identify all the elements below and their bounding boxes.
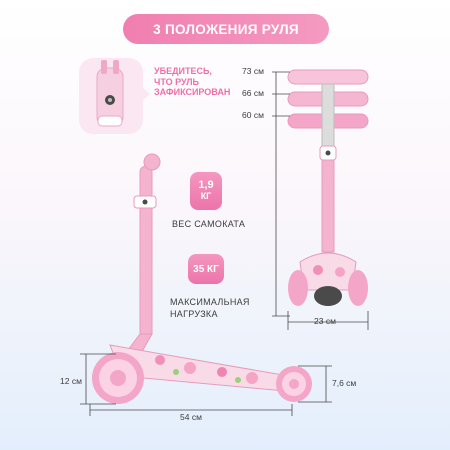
title-text: 3 ПОЛОЖЕНИЯ РУЛЯ <box>153 21 299 37</box>
load-label-line1: МАКСИМАЛЬНАЯ <box>170 297 250 307</box>
lock-note-line3: ЗАФИКСИРОВАН <box>154 87 231 97</box>
rear-height-label: 7,6 см <box>332 378 357 388</box>
height-low-label: 60 см <box>242 110 264 120</box>
lock-note-line2: ЧТО РУЛЬ <box>154 76 200 87</box>
height-mid-label: 66 см <box>242 88 264 98</box>
deck-height-label: 12 см <box>60 376 82 386</box>
lock-inset-pointer <box>141 86 150 102</box>
lock-note-line1: УБЕДИТЕСЬ, <box>154 66 212 76</box>
width-label: 23 см <box>314 316 336 326</box>
load-value: 35 КГ <box>193 263 219 275</box>
load-label: МАКСИМАЛЬНАЯ НАГРУЗКА <box>170 296 250 320</box>
title-banner: 3 ПОЛОЖЕНИЯ РУЛЯ <box>123 14 329 44</box>
lock-note: УБЕДИТЕСЬ, ЧТО РУЛЬ ЗАФИКСИРОВАН <box>154 66 264 98</box>
height-top-label: 73 см <box>242 66 264 76</box>
weight-icon: 1,9 КГ <box>190 172 222 210</box>
weight-value: 1,9 <box>198 179 214 191</box>
load-label-line2: НАГРУЗКА <box>170 309 218 319</box>
length-label: 54 см <box>180 412 202 422</box>
load-icon: 35 КГ <box>188 254 224 284</box>
weight-unit: КГ <box>200 191 212 201</box>
weight-label: ВЕС САМОКАТА <box>172 219 246 229</box>
